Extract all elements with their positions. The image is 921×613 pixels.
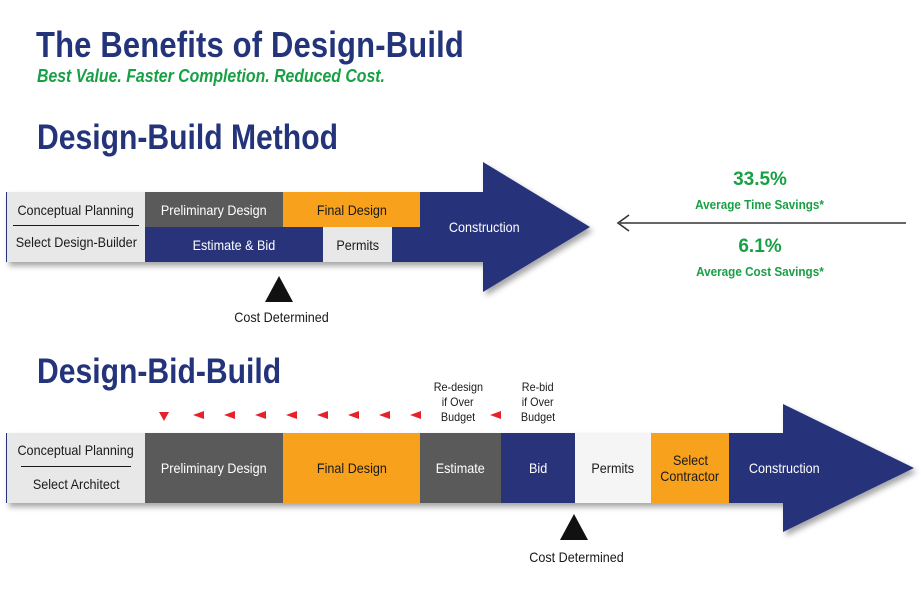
back-arrow-icon — [317, 411, 328, 419]
savings-arrow-icon — [616, 214, 906, 232]
dbb-divider — [21, 465, 131, 468]
db-conceptual-planning: Conceptual Planning — [17, 201, 135, 218]
db-construction: Construction — [448, 219, 520, 235]
dbb-select-contractor: Select Contractor — [651, 433, 729, 503]
rebid-note: Re-bid if Over Budget — [520, 380, 556, 424]
dbb-conceptual-planning: Conceptual Planning — [17, 441, 135, 458]
cost-savings-label: Average Cost Savings* — [696, 264, 824, 279]
page-title: The Benefits of Design-Build — [36, 24, 464, 65]
design-build-heading: Design-Build Method — [37, 118, 338, 157]
back-arrow-icon — [193, 411, 204, 419]
back-arrow-icon — [224, 411, 235, 419]
dbb-preliminary-design: Preliminary Design — [145, 433, 283, 503]
back-arrow-icon — [286, 411, 297, 419]
db-final-design: Final Design — [283, 192, 420, 227]
dbb-estimate: Estimate — [420, 433, 501, 503]
cost-savings-value: 6.1% — [738, 236, 782, 257]
dbb-cost-marker-icon — [560, 514, 588, 540]
back-arrow-icon — [255, 411, 266, 419]
dbb-select-architect: Select Architect — [32, 476, 120, 493]
rework-arrows — [159, 411, 501, 421]
back-arrow-icon — [348, 411, 359, 419]
db-cost-determined: Cost Determined — [234, 309, 329, 325]
db-divider — [13, 224, 139, 227]
redesign-down-arrow-icon — [159, 412, 169, 421]
db-select-design-builder: Select Design-Builder — [15, 234, 137, 251]
dbb-final-design: Final Design — [283, 433, 420, 503]
dbb-permits: Permits — [575, 433, 651, 503]
db-cell-conceptual: Conceptual Planning Select Design-Builde… — [7, 192, 145, 262]
page-subtitle: Best Value. Faster Completion. Reduced C… — [37, 66, 385, 86]
design-bid-build-heading: Design-Bid-Build — [37, 352, 282, 391]
back-arrow-icon — [410, 411, 421, 419]
dbb-cell-conceptual: Conceptual Planning Select Architect — [7, 433, 145, 503]
time-savings-value: 33.5% — [733, 169, 787, 190]
db-permits: Permits — [323, 227, 392, 262]
db-preliminary-design: Preliminary Design — [145, 192, 283, 227]
dbb-construction: Construction — [748, 460, 820, 476]
dbb-bid: Bid — [501, 433, 575, 503]
back-arrow-icon — [490, 411, 501, 419]
dbb-cost-determined: Cost Determined — [529, 549, 624, 565]
db-estimate-bid: Estimate & Bid — [145, 227, 323, 262]
back-arrow-icon — [379, 411, 390, 419]
time-savings-label: Average Time Savings* — [695, 197, 825, 212]
redesign-note: Re-design if Over Budget — [433, 380, 483, 424]
db-cost-marker-icon — [265, 276, 293, 302]
